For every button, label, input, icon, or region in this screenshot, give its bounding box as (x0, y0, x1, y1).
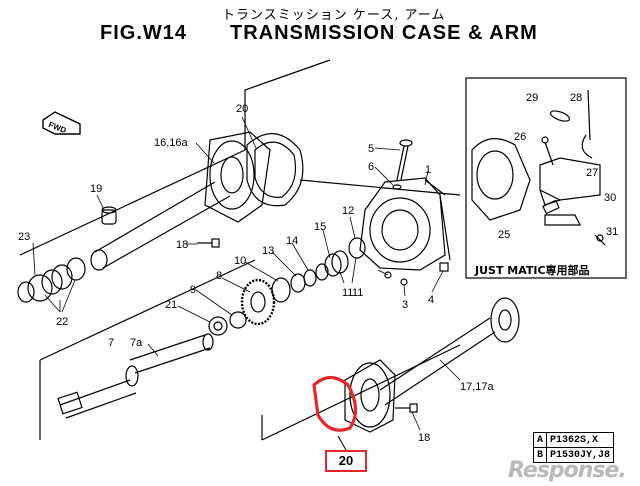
drain-4 (439, 262, 449, 272)
part-label-18-upper: 18 (176, 239, 188, 251)
drive-shaft (57, 333, 214, 419)
model-row: A P1362S,X (532, 432, 615, 448)
part-label-6: 6 (368, 161, 374, 173)
part-label-23: 23 (18, 231, 30, 243)
part-label-17: 17,17a (460, 381, 495, 393)
just-matic-label: JUST MATIC専用部品 (475, 264, 590, 277)
o-ring-6 (392, 184, 402, 190)
model-name: P1530JY,J8 (546, 447, 615, 463)
upper-arm-shaft (90, 131, 271, 271)
part-label-22: 22 (56, 316, 68, 328)
plug-3a (384, 271, 392, 279)
model-code: A (532, 432, 548, 448)
part-label-12: 12 (342, 205, 354, 217)
part-label-9: 9 (190, 284, 196, 296)
part-label-5: 5 (368, 143, 374, 155)
part-label-3: 3 (402, 299, 408, 311)
part-label-18-lower: 18 (418, 432, 430, 444)
part-label-15: 15 (314, 221, 326, 233)
part-label-28: 28 (570, 92, 582, 104)
fwd-arrow-icon (42, 111, 81, 135)
part-label-25: 25 (498, 229, 510, 241)
part-label-10: 10 (234, 255, 246, 267)
plug-3b (400, 278, 408, 286)
model-table: A P1362S,X B P1530JY,J8 (532, 432, 615, 463)
figure-number: FIG.W14 (100, 22, 188, 44)
part-label-13: 13 (262, 245, 274, 257)
highlighted-part-callout: 20 (325, 450, 367, 472)
part-label-30: 30 (604, 192, 616, 204)
model-row: B P1530JY,J8 (532, 447, 615, 463)
seal-21 (208, 316, 228, 336)
gasket-upper (246, 133, 304, 207)
part-label-20-upper: 20 (236, 103, 248, 115)
part-label-11-left: 11 (342, 287, 353, 299)
part-label-4: 4 (428, 294, 434, 306)
model-code: B (532, 447, 548, 463)
just-matic-inset (465, 77, 627, 279)
part-label-14: 14 (286, 235, 298, 247)
part-label-26: 26 (514, 131, 526, 143)
japanese-title: トランスミッション ケース, アーム (222, 8, 446, 23)
part-label-27: 27 (586, 167, 598, 179)
part-label-11-right: 11 (352, 287, 363, 299)
part-label-16: 16,16a (154, 137, 189, 149)
lower-arm (344, 297, 520, 433)
gear-stack (290, 263, 329, 293)
bearing-10 (271, 277, 291, 303)
bushing (101, 206, 117, 225)
bolt-upper (197, 238, 220, 248)
page-title: TRANSMISSION CASE & ARM (230, 22, 538, 44)
collar-9 (229, 311, 247, 329)
part-label-1: 1 (425, 164, 431, 176)
watermark-logo: Response. (508, 458, 627, 483)
bolt-lower (395, 403, 418, 413)
part-label-8: 8 (216, 270, 222, 282)
upper-section-outline (19, 59, 331, 256)
part-label-31: 31 (606, 226, 618, 238)
part-label-19: 19 (90, 183, 102, 195)
transmission-case (359, 177, 451, 271)
left-seals (17, 257, 86, 303)
part-label-7a: 7a (130, 337, 143, 349)
model-name: P1362S,X (546, 432, 615, 448)
gasket-highlighted (312, 375, 358, 432)
fwd-label: FWD (47, 120, 67, 135)
oil-seal-12 (348, 237, 366, 259)
part-label-29: 29 (526, 92, 538, 104)
part-label-21: 21 (165, 299, 177, 311)
bevel-gear (240, 278, 276, 326)
part-label-7: 7 (108, 337, 114, 349)
dipstick (396, 139, 413, 181)
